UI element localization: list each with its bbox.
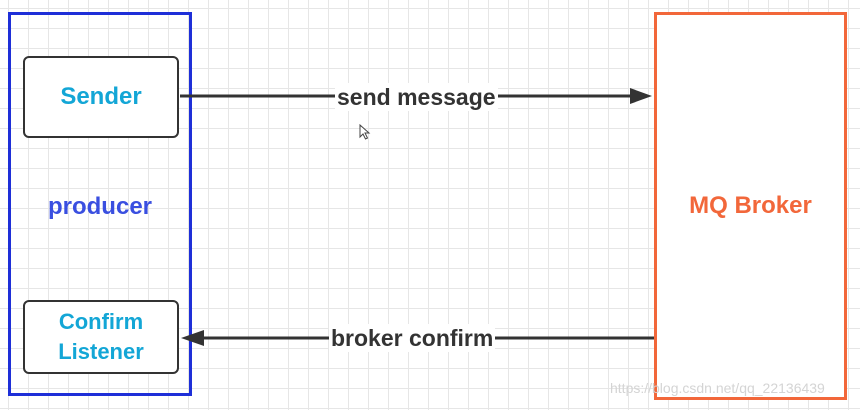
- sender-node: Sender: [23, 56, 179, 138]
- send-message-arrowhead: [630, 88, 652, 104]
- mq-broker-label: MQ Broker: [689, 192, 812, 219]
- producer-container: [8, 12, 192, 396]
- producer-label: producer: [47, 193, 152, 220]
- confirm-listener-label-line1: Confirm: [58, 309, 144, 334]
- confirm-listener-label-line2: Listener: [58, 339, 144, 364]
- watermark: https://blog.csdn.net/qq_22136439: [610, 380, 825, 396]
- sender-label: Sender: [60, 83, 142, 110]
- confirm-listener-node: Confirm Listener: [23, 300, 179, 374]
- mq-broker-node: MQ Broker: [654, 12, 847, 400]
- mouse-pointer-icon: [359, 124, 371, 140]
- broker-confirm-label: broker confirm: [329, 324, 496, 352]
- send-message-label: send message: [335, 83, 498, 111]
- broker-confirm-arrowhead: [181, 330, 204, 346]
